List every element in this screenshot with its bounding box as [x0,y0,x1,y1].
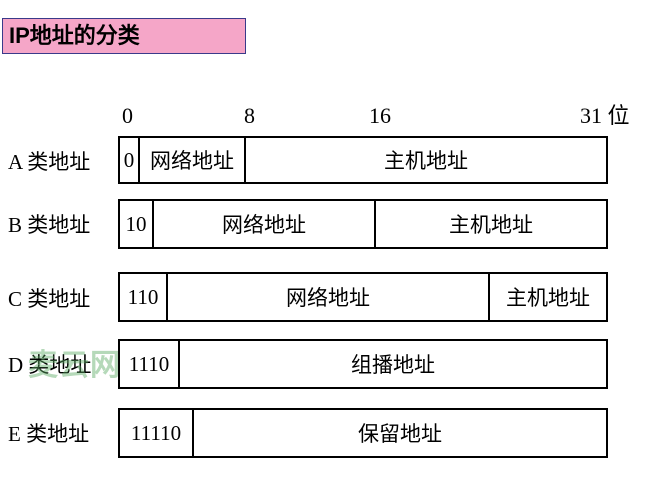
network-address-segment: 网络地址 [166,274,488,320]
row-label-b: B 类地址 [8,213,91,237]
page-title: IP地址的分类 [9,23,140,48]
network-address-segment: 网络地址 [152,201,374,247]
row-label-c: C 类地址 [8,287,91,311]
address-bar-d: 1110 组播地址 [118,339,608,389]
bit-tick-0: 0 [122,103,133,128]
prefix-segment: 0 [123,147,135,172]
address-bar-c: 110 网络地址 主机地址 [118,272,608,322]
host-address-segment: 主机地址 [374,201,606,247]
address-bar-e: 11110 保留地址 [118,408,608,458]
prefix-segment: 11110 [130,420,182,445]
multicast-address-segment: 组播地址 [178,341,606,387]
bit-tick-16: 16 [369,103,391,128]
host-address-segment: 主机地址 [488,274,606,320]
prefix-segment: 10 [125,211,147,236]
host-address-segment: 主机地址 [244,138,606,182]
network-address-segment: 网络地址 [138,138,244,182]
bit-tick-8: 8 [244,103,255,128]
address-bar-b: 10 网络地址 主机地址 [118,199,608,249]
reserved-address-segment: 保留地址 [192,410,606,456]
bit-tick-31: 31 位 [580,103,630,128]
row-label-a: A 类地址 [8,150,91,174]
prefix-segment: 110 [127,284,159,309]
prefix-segment: 1110 [128,351,170,376]
row-label-e: E 类地址 [8,422,90,446]
watermark: 麦云网 [28,348,121,383]
title-box: IP地址的分类 [2,18,246,54]
row-label-d: D 类地址 [8,353,92,377]
address-bar-a: 0 网络地址 主机地址 [118,136,608,184]
